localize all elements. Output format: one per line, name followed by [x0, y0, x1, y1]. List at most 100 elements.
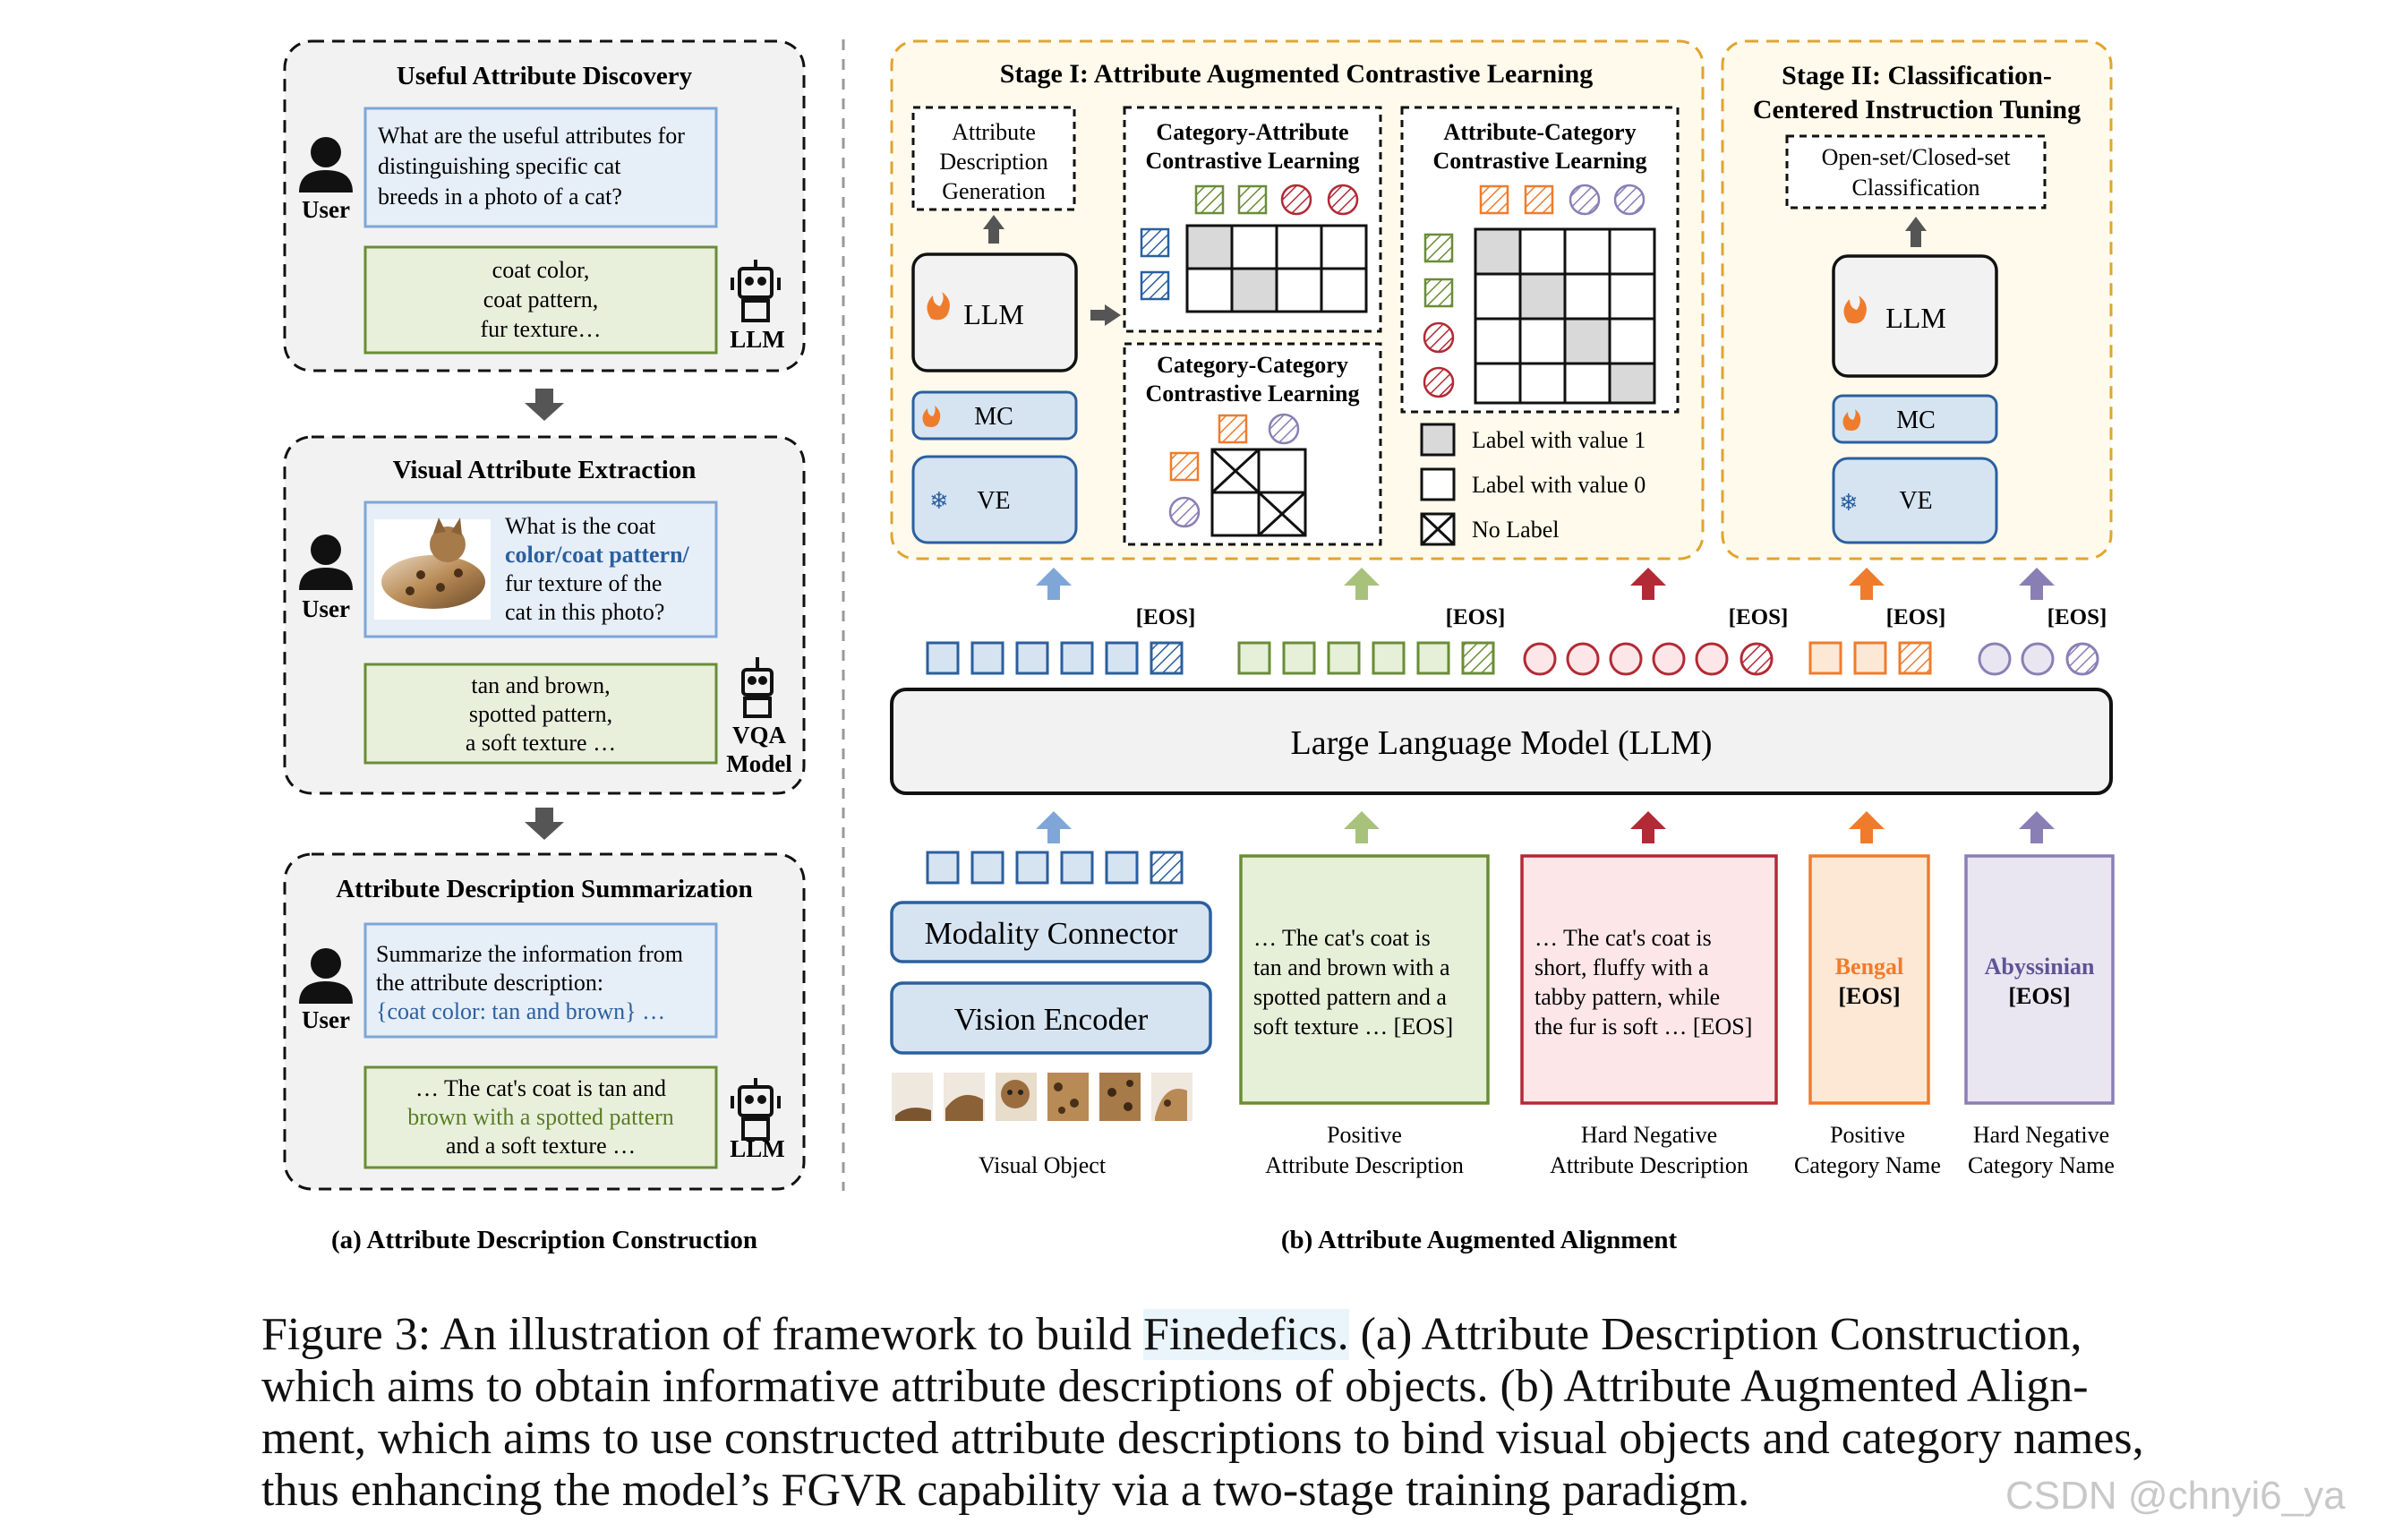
up-arrow-icon [1344, 568, 1380, 600]
answer-line: a soft texture … [466, 730, 616, 756]
attr-gen-line: Attribute [952, 119, 1036, 145]
output-tokens-positive-name [1808, 641, 1932, 675]
up-arrow-icon [983, 215, 1004, 244]
question-line: color/coat pattern/ [505, 542, 690, 568]
matrix-legend: Label with value 1 Label with value 0 No… [1420, 423, 1646, 546]
svg-text:tan and brown,spotted pattern,: tan and brown, spotted pattern, a soft tex… [466, 672, 616, 756]
question-line: distinguishing specific cat [378, 153, 621, 179]
input-tokens-visual [926, 851, 1184, 885]
question-line: {coat color: tan and brown} … [376, 998, 665, 1024]
stage1-llm-block [911, 252, 1078, 372]
stage2-task: Open-set/Closed-set [1822, 144, 2012, 170]
snowflake-icon: ❄ [1839, 490, 1859, 517]
panel-attribute-description-summarization: Attribute Description Summarization User… [283, 852, 806, 1191]
legend-label: No Label [1472, 517, 1559, 543]
svg-text:Stage II: Classification-Cente: Stage II: Classification-Centered Instru… [1753, 61, 2081, 124]
pos-desc-line: … The cat's coat is [1253, 925, 1431, 951]
user-label: User [302, 595, 350, 622]
question-line: the attribute description: [376, 970, 603, 996]
output-tokens-negative-name [1978, 642, 2099, 676]
panel2-title: Visual Attribute Extraction [393, 456, 697, 484]
user-icon [299, 535, 353, 590]
figure-caption: Figure 3: An illustration of framework t… [261, 1309, 2213, 1517]
stage2-mc-block [1832, 394, 1998, 444]
negative-name-eos: [EOS] [2008, 983, 2070, 1009]
panel-useful-attribute-discovery: Useful Attribute Discovery User What are… [283, 39, 806, 372]
cat-cat-title: Category-Category [1157, 352, 1348, 378]
user-icon [299, 137, 353, 192]
up-arrow-icon [1905, 217, 1927, 247]
user-label: User [302, 1006, 350, 1033]
eos-label: [EOS] [2047, 605, 2107, 629]
caption-text: Figure 3: An illustration of framework t… [261, 1309, 1143, 1360]
question-line: What are the useful attributes for [378, 123, 685, 149]
vision-encoder-block [890, 981, 1212, 1055]
bot-label: VQA [732, 722, 787, 749]
cat-attr-title: Contrastive Learning [1145, 148, 1359, 174]
svg-text:What are the useful attributes: What are the useful attributes for distin… [378, 123, 685, 210]
image-patches [892, 1073, 1192, 1121]
attr-gen-line: Generation [942, 178, 1046, 204]
modality-connector-block [890, 901, 1212, 963]
answer-line: fur texture… [480, 316, 601, 342]
question-line: breeds in a photo of a cat? [378, 184, 622, 210]
cat-cat-title: Contrastive Learning [1145, 381, 1359, 406]
llm-bar-label: Large Language Model (LLM) [1291, 724, 1713, 762]
up-arrow-icon [1630, 811, 1666, 843]
eos-label: [EOS] [1136, 605, 1196, 629]
positive-description-box [1239, 854, 1490, 1105]
stage1-box: Stage I: Attribute Augmented Contrastive… [890, 39, 1705, 560]
bot-label: Model [726, 750, 792, 777]
down-arrow-icon [525, 808, 564, 840]
neg-desc-line: the fur is soft … [EOS] [1534, 1014, 1752, 1040]
stage2-ve-block [1832, 457, 1998, 544]
answer-line: coat pattern, [483, 287, 599, 312]
stage2-llm-block [1832, 254, 1998, 378]
bot-label: LLM [730, 326, 785, 353]
robot-icon [741, 657, 774, 718]
right-arrow-icon [1090, 304, 1121, 326]
stage2-title: Centered Instruction Tuning [1753, 95, 2081, 124]
attr-cat-title: Attribute-Category [1443, 119, 1636, 145]
stage2-mc-label: MC [1896, 406, 1936, 434]
right-caption: (b) Attribute Augmented Alignment [1281, 1226, 1678, 1254]
stage2-box: Stage II: Classification-Centered Instru… [1721, 39, 2113, 560]
flame-icon [922, 406, 941, 427]
output-tokens-negative-desc [1523, 642, 1774, 676]
attr-cat-header [1423, 184, 1646, 398]
up-arrow-icon [1344, 811, 1380, 843]
eos-label: [EOS] [1886, 605, 1946, 629]
cat-attr-header [1140, 184, 1359, 301]
up-arrow-icon [2019, 811, 2055, 843]
up-arrow-icon [1849, 568, 1885, 600]
stage2-task: Classification [1852, 175, 1980, 201]
stage1-mc-block [911, 390, 1078, 441]
bot-label: LLM [730, 1135, 785, 1162]
pos-desc-line: soft texture … [EOS] [1253, 1014, 1453, 1040]
panel1-title: Useful Attribute Discovery [397, 62, 693, 90]
panel-visual-attribute-extraction: Visual Attribute Extraction User What is… [283, 435, 806, 795]
pos-desc-label: Attribute Description [1265, 1152, 1464, 1178]
up-arrow-icon [1036, 568, 1072, 600]
answer-line: spotted pattern, [469, 701, 612, 727]
llm-bar [890, 688, 2113, 795]
stage1-ve-label: VE [977, 487, 1010, 515]
attr-gen-line: Description [939, 149, 1047, 175]
negative-name: Abyssinian [1985, 954, 2095, 980]
answer-line: tan and brown, [471, 672, 610, 698]
stage1-mc-label: MC [974, 403, 1013, 431]
pos-desc-label: Positive [1327, 1122, 1402, 1148]
modality-connector-label: Modality Connector [925, 916, 1178, 951]
user-icon [299, 948, 353, 1004]
negative-description-box [1520, 854, 1778, 1105]
